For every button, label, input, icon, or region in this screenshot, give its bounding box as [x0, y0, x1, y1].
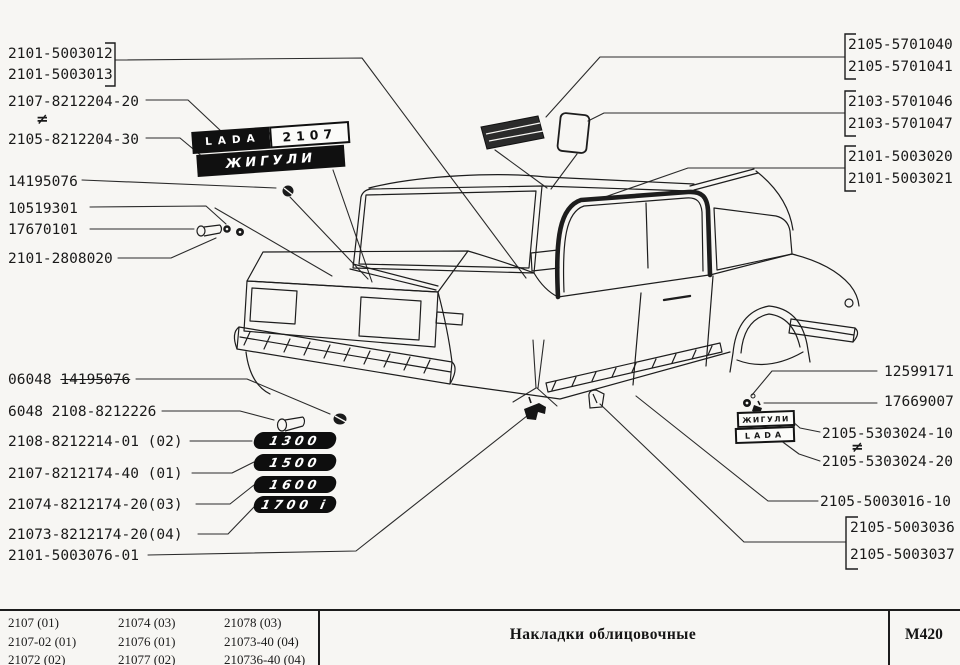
label-brackets [105, 33, 858, 570]
part-number-label: 2101-5003013 [8, 67, 113, 83]
part-number-label: 2101-5003021 [848, 171, 953, 187]
part-number-label: 2101-5003012 [8, 46, 113, 62]
lada-outline-badge: LADA [734, 425, 796, 445]
part-number-label: 2101-5003076-01 [8, 548, 139, 564]
footer-table: 2107 (01) 2107-02 (01) 21072 (02) 21074 (0… [0, 609, 960, 665]
part-number-prefix: 06048 [8, 372, 61, 388]
part-number-label: 2105-5003036 [850, 520, 955, 536]
sill-clip-icon [524, 396, 546, 420]
clip-icon [223, 225, 244, 236]
part-number-label: 17670101 [8, 222, 78, 238]
model-cell: 2107-02 (01) [8, 633, 77, 649]
not-equal-symbol: ≠ [851, 438, 864, 456]
engine-badge-1300: 1300 [252, 432, 338, 449]
part-number-label: 14195076 [8, 174, 78, 190]
model-cell: 21076 (01) [118, 633, 176, 649]
not-equal-symbol: ≠ [36, 110, 49, 128]
model-cell: 21072 (02) [8, 652, 66, 665]
engine-badge-1700i: 1700 i [252, 496, 338, 513]
engine-badge-1500: 1500 [252, 454, 338, 471]
part-number-label: 2105-5303024-20 [822, 454, 953, 470]
screw-icon-dark [333, 413, 347, 425]
car-drawing [233, 168, 860, 400]
part-number-label: 6048 2108-8212226 [8, 404, 157, 420]
part-number-label: 21074-8212174-20(03) [8, 497, 183, 513]
model-list-column: 2107 (01) 2107-02 (01) 21072 (02) [8, 614, 76, 665]
engine-badge-1600: 1600 [252, 476, 338, 493]
part-number-label-struck: 06048 14195076 [8, 372, 130, 388]
part-number-label: 2101-5003020 [848, 149, 953, 165]
sheet-title: Накладки облицовочные [509, 626, 697, 643]
table-divider [888, 611, 890, 665]
part-number-label: 12599171 [884, 364, 954, 380]
bolt-icon-2 [276, 416, 306, 432]
superseded-part-number: 14195076 [60, 372, 131, 388]
part-number-label: 2103-5701047 [848, 116, 953, 132]
part-number-label: 2108-8212214-01 (02) [8, 434, 183, 450]
part-number-label: 2107-8212174-40 (01) [8, 466, 183, 482]
part-number-label: 2105-5303024-10 [822, 426, 953, 442]
model-cell: 21077 (02) [118, 652, 176, 665]
part-number-label: 2101-2808020 [8, 251, 113, 267]
drip-molding-part [480, 115, 545, 150]
model-list-column: 21074 (03) 21076 (01) 21077 (02) [118, 614, 175, 665]
model-cell: 21073-40 (04) [224, 633, 299, 649]
pillar-plate-part [556, 112, 591, 154]
sill-clip-outline-icon [588, 389, 605, 409]
model-cell: 21078 (03) [224, 615, 282, 630]
sheet-code: М420 [905, 626, 943, 643]
model-list-column: 21078 (03) 21073-40 (04) 210736-40 (04) [224, 614, 305, 665]
model-cell: 21074 (03) [118, 615, 176, 630]
model-cell: 210736-40 (04) [224, 652, 306, 665]
table-divider [318, 611, 320, 665]
part-number-label: 10519301 [8, 201, 78, 217]
part-number-label: 2107-8212204-20 [8, 94, 139, 110]
part-number-label: 2105-5701041 [848, 59, 953, 75]
part-number-label: 21073-8212174-20(04) [8, 527, 183, 543]
model-cell: 2107 (01) [8, 615, 59, 630]
part-number-label: 2105-5701040 [848, 37, 953, 53]
screw-icon [282, 185, 294, 197]
part-number-label: 2103-5701046 [848, 94, 953, 110]
part-number-label: 2105-5003016-10 [820, 494, 951, 510]
part-number-label: 2105-8212204-30 [8, 132, 139, 148]
part-number-label: 2105-5003037 [850, 547, 955, 563]
bolt-icon [196, 224, 223, 237]
part-number-label: 17669007 [884, 394, 954, 410]
